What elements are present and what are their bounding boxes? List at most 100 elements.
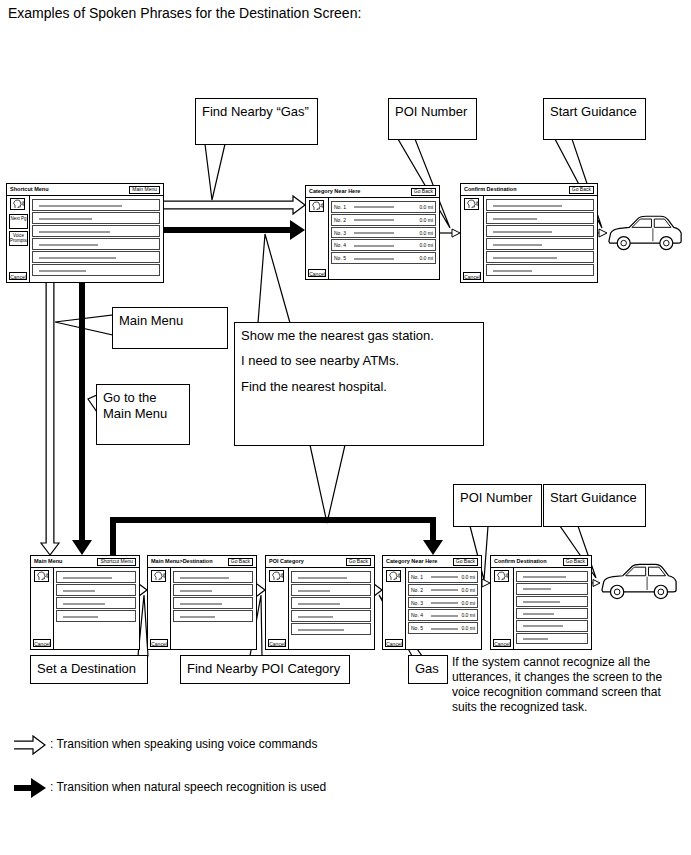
list-row: No. 10.0 mi	[408, 571, 478, 583]
list-row	[291, 623, 371, 635]
placeholder-bar	[298, 590, 330, 592]
placeholder-bar	[39, 231, 110, 233]
screen-header-line	[31, 567, 139, 568]
placeholder-bar	[63, 577, 112, 579]
row-number: No. 2	[411, 585, 423, 596]
voice-icon	[12, 199, 25, 209]
placeholder-bar	[493, 231, 552, 233]
transition-arrow	[164, 220, 305, 240]
arrow-line	[113, 520, 433, 555]
voice-icon	[466, 199, 479, 209]
placeholder-bar	[39, 270, 86, 272]
placeholder-bar	[431, 628, 458, 630]
screen-column-line	[513, 567, 514, 649]
screen-button: Go Back	[411, 188, 436, 196]
list-row	[516, 633, 588, 644]
cancel-button: Cancel	[9, 272, 27, 280]
cancel-button: Cancel	[493, 639, 511, 647]
row-distance: 0.0 mi	[419, 228, 433, 239]
screen-button: Go Back	[563, 558, 588, 566]
callout-box: Main Menu	[112, 307, 228, 349]
callout-box: Start Guidance	[543, 98, 646, 140]
placeholder-bar	[523, 613, 554, 615]
screen-title: POI Category	[269, 558, 304, 564]
row-distance: 0.0 mi	[461, 598, 475, 609]
screen-header-line	[383, 567, 481, 568]
arrow-line	[440, 232, 452, 233]
transition-arrow	[440, 229, 460, 237]
voice-icon	[311, 201, 324, 211]
list-row	[486, 238, 594, 250]
placeholder-bar	[180, 616, 215, 618]
voice-icon	[496, 571, 509, 581]
callout-box: POI Number	[388, 98, 477, 140]
row-number: No. 5	[411, 623, 423, 634]
placeholder-bar	[298, 616, 333, 618]
side-button: Voice Prompts	[9, 231, 28, 246]
callout-box: POI Number	[453, 484, 542, 527]
voice-icon	[36, 571, 49, 581]
screen-title: Confirm Destination	[464, 186, 517, 192]
screen-button: Go Back	[346, 558, 371, 566]
screen-column-line	[53, 567, 54, 649]
placeholder-bar	[493, 218, 537, 220]
arrow-head	[72, 540, 92, 555]
placeholder-bar	[180, 590, 212, 592]
screen-header-line	[461, 195, 597, 196]
screen-button: Shortcut Menu	[97, 558, 136, 566]
screen-thumbnail: POI CategoryGo BackCancel	[265, 555, 375, 650]
list-row	[486, 212, 594, 224]
list-row	[173, 597, 253, 609]
callout-box: Show me the nearest gas station.I need t…	[234, 322, 484, 446]
list-row: No. 10.0 mi	[331, 201, 436, 213]
arrow-head	[423, 540, 443, 555]
placeholder-bar	[431, 576, 458, 578]
callout-box: Gas	[408, 655, 448, 684]
list-row	[32, 225, 160, 237]
cancel-button: Cancel	[308, 269, 326, 277]
row-distance: 0.0 mi	[419, 202, 433, 213]
row-number: No. 4	[411, 610, 423, 621]
callout-text: Find Nearby “Gas”	[202, 104, 311, 120]
diagram-title: Examples of Spoken Phrases for the Desti…	[8, 5, 361, 21]
screen-title: Shortcut Menu	[10, 186, 49, 192]
screen-column-line	[483, 195, 484, 282]
screen-thumbnail: Main Menu>DestinationGo BackCancel	[147, 555, 257, 650]
row-distance: 0.0 mi	[461, 572, 475, 583]
list-row	[32, 199, 160, 211]
list-row	[32, 264, 160, 276]
placeholder-bar	[431, 602, 458, 604]
arrow-head	[452, 229, 460, 237]
placeholder-bar	[523, 588, 551, 590]
row-distance: 0.0 mi	[419, 215, 433, 226]
list-row	[486, 225, 594, 237]
callout-text: Set a Destination	[37, 661, 141, 677]
screen-column-line	[405, 567, 406, 649]
callout-text: I need to see nearby ATMs.	[241, 353, 477, 369]
list-row	[516, 583, 588, 594]
callout-text: Go to the Main Menu	[103, 390, 183, 423]
placeholder-bar	[431, 615, 458, 617]
list-row	[516, 571, 588, 582]
placeholder-bar	[523, 601, 560, 603]
voice-button	[151, 570, 166, 582]
legend-text: : Transition when natural speech recogni…	[50, 780, 326, 794]
transition-arrow	[72, 283, 92, 555]
arrow-fill	[164, 202, 295, 209]
list-row	[173, 610, 253, 622]
placeholder-bar	[180, 603, 222, 605]
callout-text: Main Menu	[119, 313, 221, 329]
placeholder-bar	[298, 577, 347, 579]
screen-title: Category Near Here	[309, 188, 360, 194]
screen-title: Confirm Destination	[494, 558, 547, 564]
screen-header-line	[148, 567, 256, 568]
list-row	[291, 597, 371, 609]
voice-button	[386, 570, 401, 582]
placeholder-bar	[39, 244, 98, 246]
screen-thumbnail: Category Near HereGo BackCancelNo. 10.0 …	[382, 555, 482, 650]
voice-button	[464, 198, 479, 210]
screen-button: Main Menu	[129, 186, 160, 194]
callout-box: Find Nearby POI Category	[180, 655, 350, 684]
screen-thumbnail: Category Near Here Go BackCancel No. 10.0 …	[305, 185, 440, 280]
